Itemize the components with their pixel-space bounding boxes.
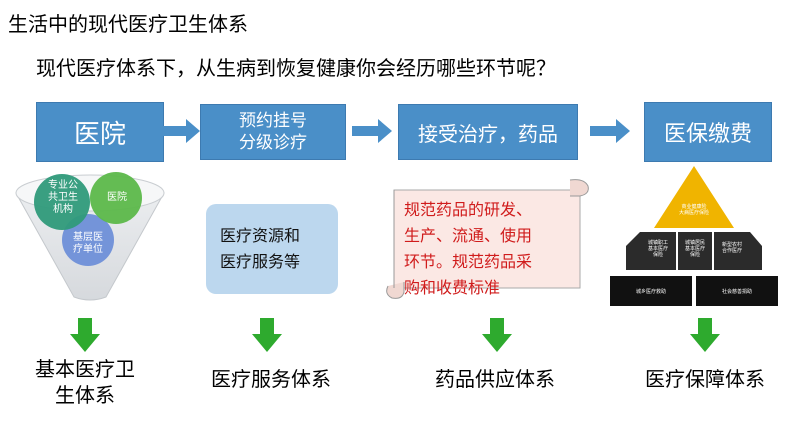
pyramid-mid-label-2: 城镇居民 基本医疗 保险	[678, 240, 712, 258]
pyramid-mid-2-line3: 保险	[678, 252, 712, 258]
pyramid-mid-label-3: 新型农村 合作医疗	[714, 242, 750, 254]
resource-box: 医疗资源和 医疗服务等	[206, 204, 338, 294]
stage-registration-label-line2: 分级诊疗	[239, 132, 307, 154]
down-arrow-icon	[252, 318, 282, 352]
venn-hospital-label: 医院	[100, 192, 134, 204]
venn-primary-label: 基层医 疗单位	[70, 232, 106, 256]
label-basic-healthcare-system: 基本医疗卫 生体系	[20, 356, 150, 408]
pyramid-mid-1-line3: 保险	[640, 252, 676, 258]
pyramid-top-tier	[654, 166, 734, 228]
stage-hospital-label: 医院	[74, 114, 126, 151]
pyramid-top-label: 商业健康险 大病医疗保险	[664, 204, 724, 216]
stage-registration: 预约挂号 分级诊疗	[200, 104, 346, 160]
pyramid-bottom-left-label: 城乡医疗救助	[610, 289, 692, 295]
right-arrow-icon	[160, 118, 200, 144]
down-arrow-icon	[482, 318, 512, 352]
stage-insurance-payment: 医保缴费	[644, 102, 772, 162]
resource-box-line2: 医疗服务等	[220, 249, 338, 275]
right-arrow-icon	[590, 118, 630, 144]
pyramid-bottom-right-label: 社会慈善捐助	[696, 289, 778, 295]
label-medical-service-system: 医疗服务体系	[196, 366, 346, 392]
right-arrow-icon	[352, 118, 392, 144]
venn-primary-line1: 基层医	[70, 232, 106, 244]
venn-public-health-label: 专业公 共卫生 机构	[44, 180, 82, 216]
pyramid-mid-3-line2: 合作医疗	[714, 248, 750, 254]
label-drug-supply-system: 药品供应体系	[420, 366, 570, 392]
stage-registration-label-line1: 预约挂号	[239, 110, 307, 132]
resource-box-line1: 医疗资源和	[220, 223, 338, 249]
scroll-text: 规范药品的研发、 生产、流通、使用 环节。规范药品采 购和收费标准	[404, 197, 574, 301]
stage-insurance-label: 医保缴费	[664, 116, 752, 148]
venn-public-health-line2: 共卫生	[44, 192, 82, 204]
question-text: 现代医疗体系下，从生病到恢复健康你会经历哪些环节呢？	[36, 52, 556, 81]
label-basic-healthcare-line2: 生体系	[20, 382, 150, 408]
scroll-text-line2: 生产、流通、使用	[404, 223, 574, 249]
pyramid-top-line2: 大病医疗保险	[664, 210, 724, 216]
stage-treatment: 接受治疗，药品	[398, 104, 578, 160]
stage-treatment-label: 接受治疗，药品	[418, 118, 558, 147]
scroll-text-line3: 环节。规范药品采	[404, 249, 574, 275]
label-medical-insurance-system: 医疗保障体系	[630, 366, 780, 392]
down-arrow-icon	[690, 318, 720, 352]
pyramid-mid-label-1: 城镇职工 基本医疗 保险	[640, 240, 676, 258]
scroll-text-line4: 购和收费标准	[404, 275, 574, 301]
venn-public-health-line1: 专业公	[44, 180, 82, 192]
page-title: 生活中的现代医疗卫生体系	[8, 8, 248, 37]
venn-primary-line2: 疗单位	[70, 244, 106, 256]
label-basic-healthcare-line1: 基本医疗卫	[20, 356, 150, 382]
scroll-text-line1: 规范药品的研发、	[404, 197, 574, 223]
down-arrow-icon	[70, 318, 100, 352]
venn-public-health-line3: 机构	[44, 204, 82, 216]
stage-hospital: 医院	[36, 102, 164, 162]
